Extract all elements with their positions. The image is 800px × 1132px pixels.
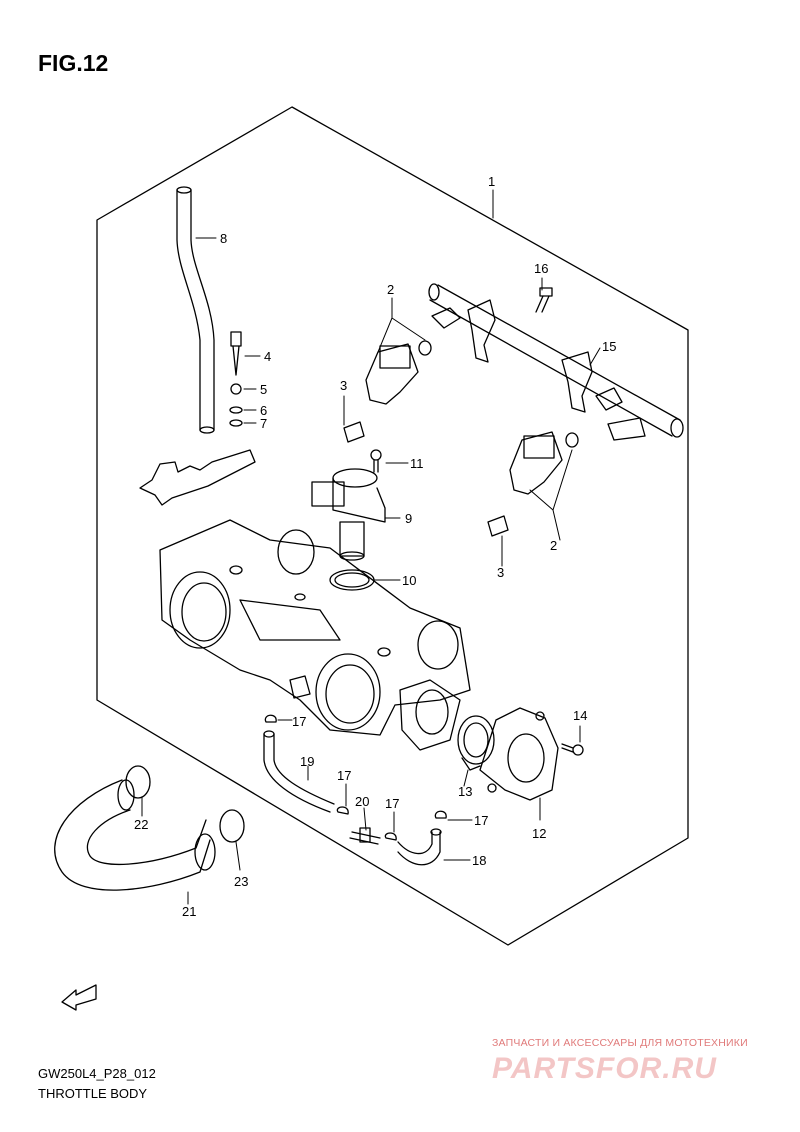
callout-2: 2: [550, 538, 557, 553]
idle-screw: [229, 331, 243, 427]
watermark-brand: PARTSFOR.RU: [492, 1052, 717, 1085]
callout-23: 23: [234, 874, 248, 889]
callout-16: 16: [534, 261, 548, 276]
callout-13: 13: [458, 784, 472, 799]
hose-joint: [349, 827, 381, 845]
rail-bolt: [535, 287, 553, 313]
fuel-rail: [428, 283, 684, 441]
callout-12: 12: [532, 826, 546, 841]
throttle-body: [159, 519, 471, 736]
injector-left: [343, 340, 432, 443]
coolant-hose: [54, 779, 211, 891]
callout-3: 3: [340, 378, 347, 393]
callout-11: 11: [410, 456, 424, 471]
callout-4: 4: [264, 349, 271, 364]
callout-14: 14: [573, 708, 587, 723]
callout-17: 17: [337, 768, 351, 783]
injector-right: [487, 431, 579, 537]
callout-10: 10: [402, 573, 416, 588]
callout-17: 17: [474, 813, 488, 828]
callout-7: 7: [260, 416, 267, 431]
callout-17: 17: [385, 796, 399, 811]
watermark-tagline: ЗАПЧАСТИ И АКСЕССУАРЫ ДЛЯ МОТОТЕХНИКИ: [492, 1037, 748, 1049]
actuator-cover: [479, 707, 559, 801]
coolant-clamps: [125, 765, 245, 843]
throttle-sensor: [311, 468, 386, 561]
vacuum-hose-19: [263, 733, 335, 813]
cover-screw: [561, 743, 584, 756]
callout-20: 20: [355, 794, 369, 809]
callout-15: 15: [602, 339, 616, 354]
callout-1: 1: [488, 174, 495, 189]
callout-5: 5: [260, 382, 267, 397]
callout-6: 6: [260, 403, 267, 418]
assembly-frame: [96, 106, 689, 946]
callout-18: 18: [472, 853, 486, 868]
callout-22: 22: [134, 817, 148, 832]
callout-8: 8: [220, 231, 227, 246]
hose-clamps: [264, 714, 447, 841]
leader-lines: [141, 189, 601, 905]
breather-hose: [176, 189, 215, 431]
section-name: THROTTLE BODY: [38, 1086, 148, 1101]
callout-17: 17: [292, 714, 306, 729]
figure-title: FIG.12: [38, 50, 109, 76]
callout-21: 21: [182, 904, 196, 919]
vacuum-hose-18: [397, 831, 441, 866]
callout-9: 9: [405, 511, 412, 526]
cable-bracket: [139, 449, 256, 506]
callout-19: 19: [300, 754, 314, 769]
sensor-screw: [370, 449, 382, 473]
callout-3: 3: [497, 565, 504, 580]
idle-valve: [399, 679, 495, 771]
fwd-arrow: [61, 984, 97, 1011]
model-code: GW250L4_P28_012: [38, 1066, 156, 1081]
callout-2: 2: [387, 282, 394, 297]
